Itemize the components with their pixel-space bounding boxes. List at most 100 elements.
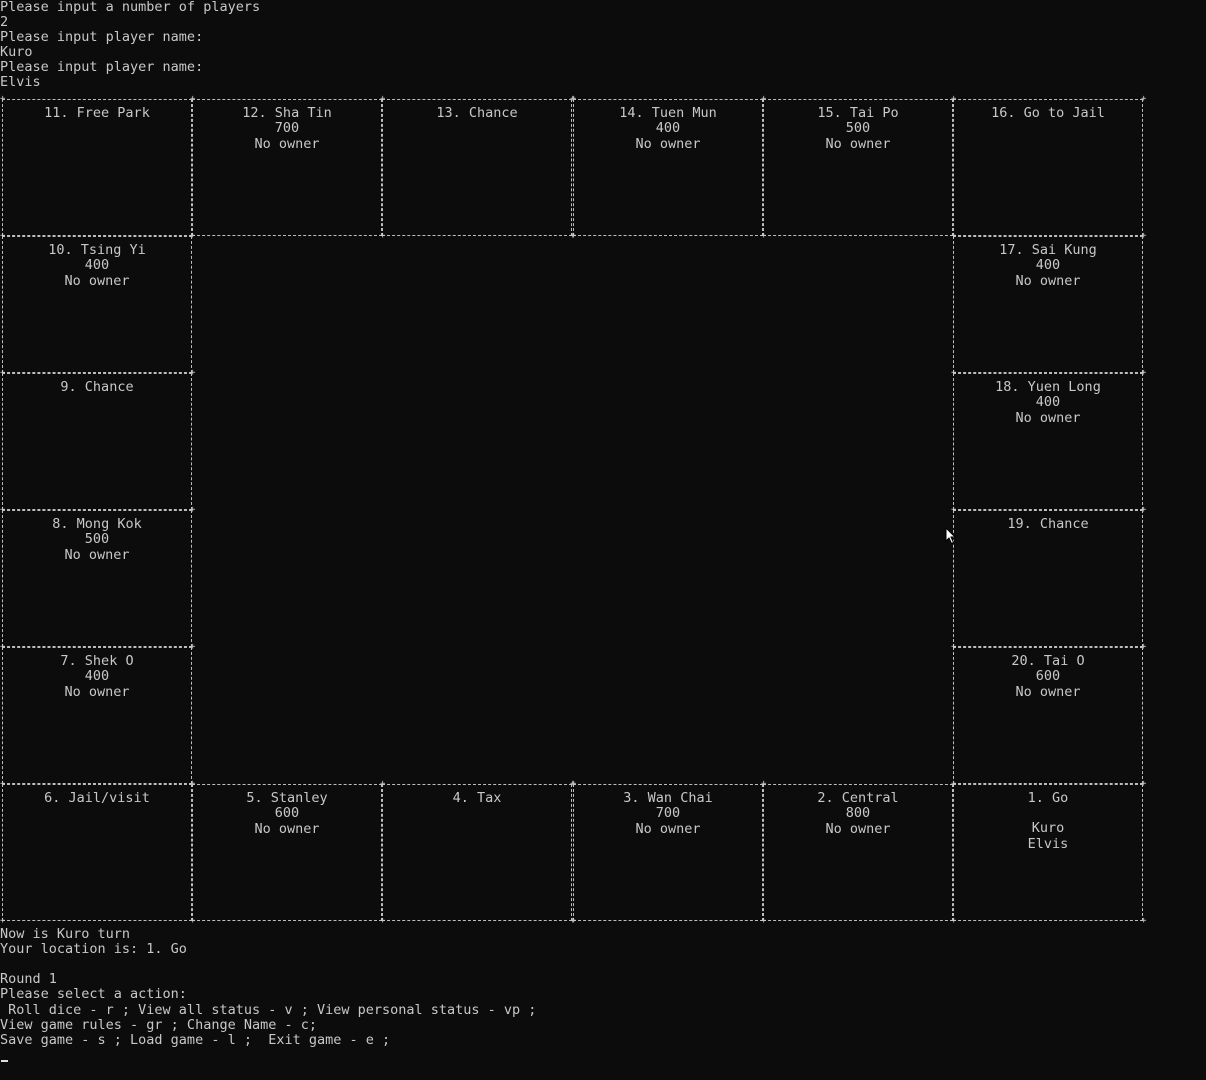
board-space: 13. Chance [382, 99, 572, 236]
board-space: 6. Jail/visit [2, 784, 192, 921]
space-owner: No owner [825, 820, 891, 837]
grid-corner: + [0, 94, 6, 104]
space-title: 19. Chance [1007, 516, 1089, 532]
space-title: 11. Free Park [44, 105, 150, 121]
grid-corner: + [951, 368, 957, 378]
space-owner: No owner [64, 546, 130, 563]
board-space: 16. Go to Jail [953, 99, 1143, 236]
player-token: Kuro [1031, 820, 1065, 837]
grid-corner: + [570, 779, 576, 789]
location-status: Your location is: 1. Go [0, 941, 187, 957]
grid-corner: + [951, 94, 957, 104]
space-title: 13. Chance [436, 105, 518, 121]
grid-corner: + [571, 94, 577, 104]
grid-corner: + [190, 779, 196, 789]
board-space: 11. Free Park [2, 99, 192, 236]
prompt-player-name: Please input player name: [0, 59, 204, 75]
space-owner: No owner [1015, 683, 1081, 700]
player-token: Elvis [1027, 835, 1069, 852]
space-title: 5. Stanley [246, 790, 328, 806]
player-name-value: Elvis [0, 74, 41, 90]
grid-corner: + [1141, 94, 1147, 104]
space-price: 600 [1035, 668, 1061, 685]
grid-corner: + [0, 505, 6, 515]
space-title: 2. Central [817, 790, 899, 806]
space-price: 400 [1035, 257, 1061, 274]
space-title: 7. Shek O [60, 653, 134, 669]
grid-corner: + [0, 231, 6, 241]
grid-corner: + [0, 368, 6, 378]
grid-corner: + [1141, 231, 1147, 241]
space-title: 14. Tuen Mun [619, 105, 717, 121]
space-owner: No owner [1015, 409, 1081, 426]
space-price: 800 [845, 805, 871, 822]
player-count-value: 2 [0, 14, 9, 30]
space-price: 400 [84, 668, 110, 685]
grid-corner: + [1141, 505, 1147, 515]
action-menu-line: Roll dice - r ; View all status - v ; Vi… [0, 1002, 537, 1018]
space-title: 6. Jail/visit [44, 790, 150, 806]
grid-corner: + [190, 368, 196, 378]
grid-corner: + [570, 231, 576, 241]
space-owner: No owner [825, 135, 891, 152]
grid-corner: + [190, 642, 196, 652]
space-title: 4. Tax [452, 790, 502, 806]
grid-corner: + [761, 231, 767, 241]
grid-corner: + [1141, 916, 1147, 926]
grid-corner: + [380, 916, 386, 926]
space-owner: No owner [254, 820, 320, 837]
grid-corner: + [761, 94, 767, 104]
grid-corner: + [190, 916, 196, 926]
grid-corner: + [951, 916, 957, 926]
space-price: 700 [274, 120, 300, 137]
space-price: 400 [655, 120, 681, 137]
grid-corner: + [571, 779, 577, 789]
grid-corner: + [0, 642, 6, 652]
space-title: 17. Sai Kung [999, 242, 1097, 258]
turn-status: Now is Kuro turn [0, 926, 131, 942]
grid-corner: + [1141, 779, 1147, 789]
space-owner: No owner [635, 135, 701, 152]
mouse-pointer-icon [945, 527, 957, 545]
space-title: 16. Go to Jail [991, 105, 1105, 121]
prompt-player-name: Please input player name: [0, 29, 204, 45]
space-owner: No owner [64, 272, 130, 289]
space-price: 600 [274, 805, 300, 822]
space-price: 400 [84, 257, 110, 274]
grid-corner: + [570, 94, 576, 104]
action-prompt: Please select a action: [0, 986, 187, 1002]
board-space: 4. Tax [382, 784, 572, 921]
grid-corner: + [951, 231, 957, 241]
prompt-player-count: Please input a number of players [0, 0, 261, 15]
space-owner: No owner [254, 135, 320, 152]
grid-corner: + [571, 231, 577, 241]
action-menu-line: View game rules - gr ; Change Name - c; [0, 1017, 317, 1033]
grid-corner: + [761, 779, 767, 789]
space-title: 9. Chance [60, 379, 134, 395]
space-title: 15. Tai Po [817, 105, 899, 121]
grid-corner: + [951, 779, 957, 789]
grid-corner: + [190, 505, 196, 515]
space-price: 700 [655, 805, 681, 822]
text-cursor[interactable] [1, 1060, 8, 1062]
board-space: 9. Chance [2, 373, 192, 510]
space-title: 10. Tsing Yi [48, 242, 146, 258]
space-owner: No owner [635, 820, 701, 837]
grid-corner: + [380, 94, 386, 104]
space-owner: No owner [64, 683, 130, 700]
